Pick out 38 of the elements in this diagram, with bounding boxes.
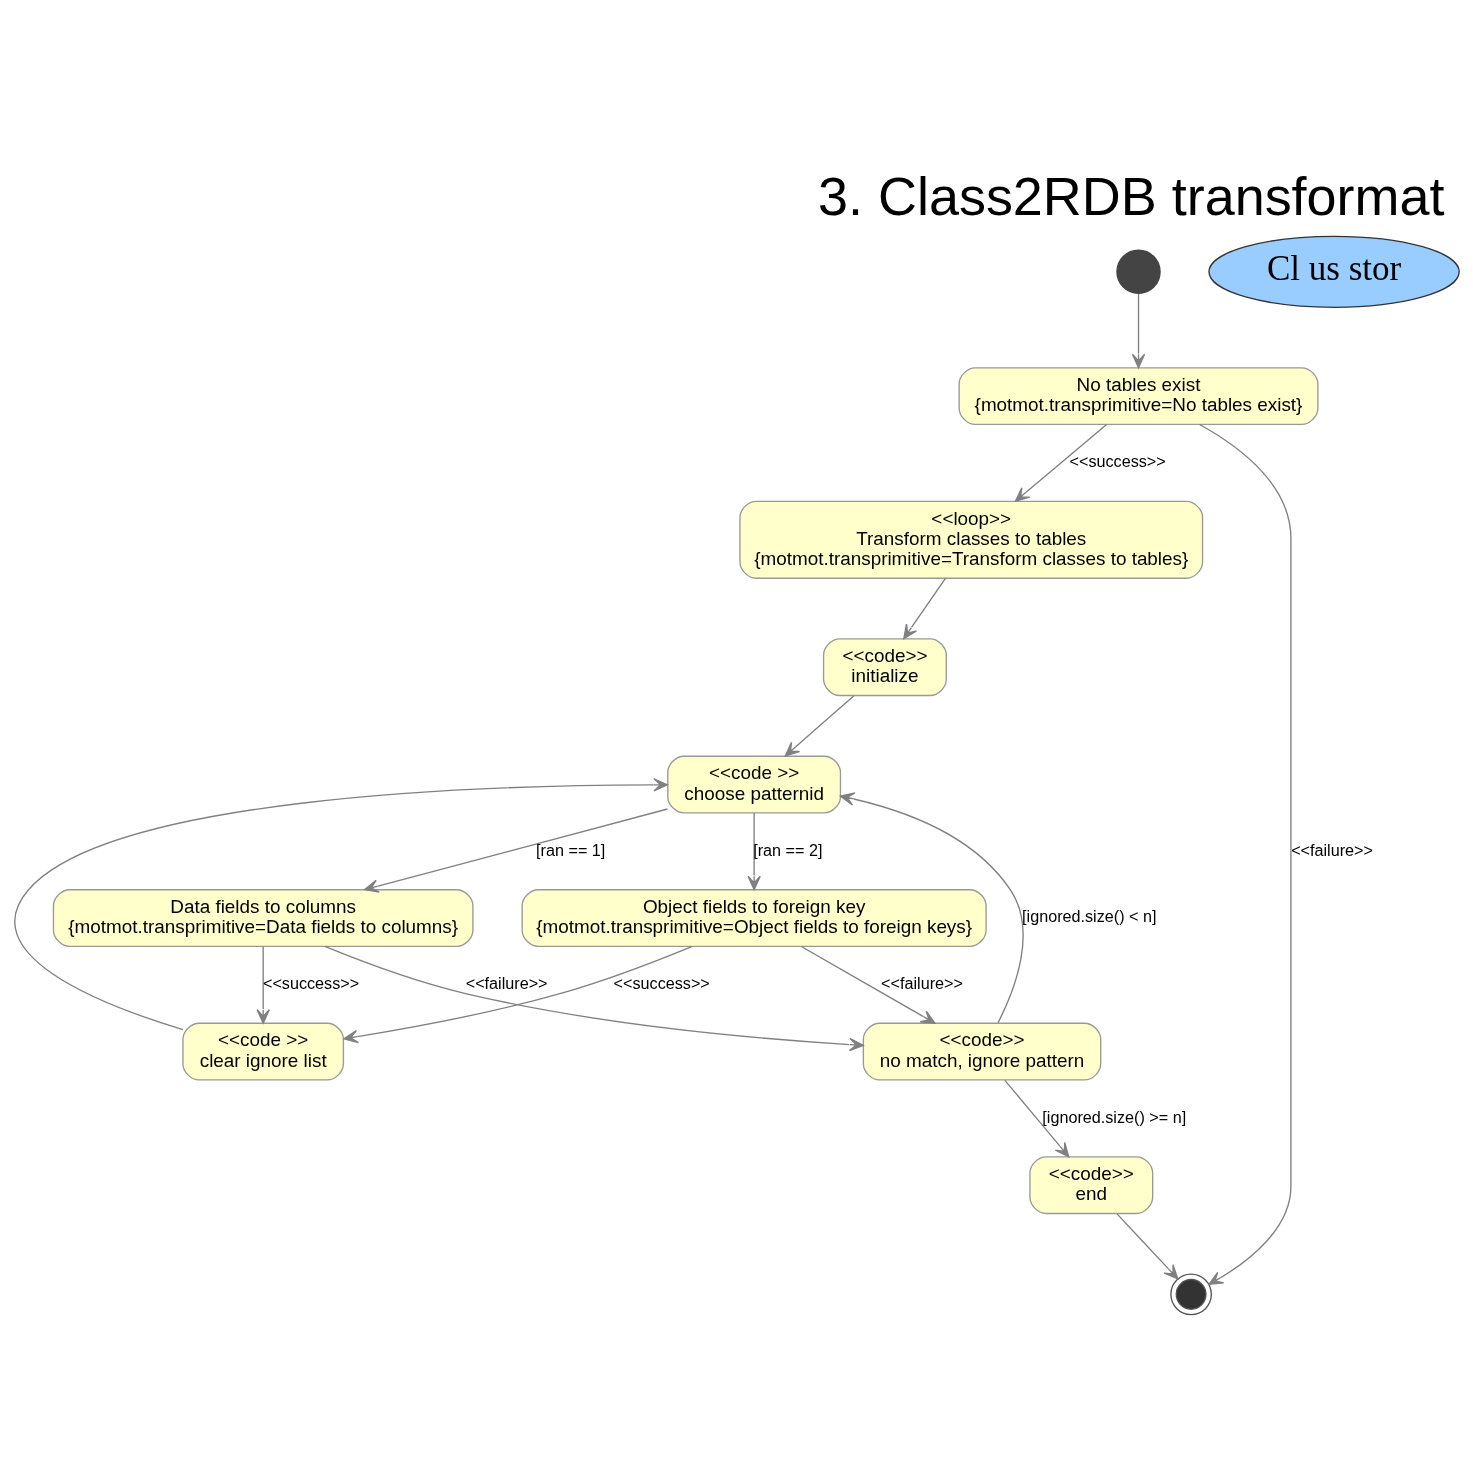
node-box: <<code >> clear ignore list bbox=[182, 1022, 345, 1081]
arrow bbox=[1004, 1079, 1070, 1158]
edge-label: <<failure>> bbox=[465, 974, 548, 993]
edge-label: <<failure>> bbox=[1291, 840, 1373, 859]
arrow bbox=[903, 577, 947, 640]
arrow bbox=[343, 945, 693, 1044]
edge-label: <<failure>> bbox=[881, 974, 963, 993]
arrow bbox=[14, 778, 669, 1031]
node-box: <<code>> end bbox=[1029, 1156, 1154, 1215]
node-box: <<loop>> Transform classes to tables {motmot.transprimitive=Transform classes to tables} bbox=[739, 500, 1204, 579]
arrow bbox=[800, 945, 936, 1024]
node-box: <<code >> choose patternid bbox=[667, 755, 842, 814]
edge-label: [ignored.size() < n] bbox=[1022, 907, 1157, 926]
edge-label: [ran == 2] bbox=[753, 840, 823, 859]
arrow bbox=[1131, 293, 1146, 369]
node-box: <<code>> initialize bbox=[822, 638, 947, 697]
edge-label: <<success>> bbox=[1069, 452, 1166, 471]
edge-label: <<success>> bbox=[262, 974, 360, 993]
edge-label: [ignored.size() >= n] bbox=[1042, 1107, 1187, 1126]
node-circle bbox=[1170, 1273, 1212, 1316]
node-box: <<code>> no match, ignore pattern bbox=[862, 1022, 1102, 1081]
arrow bbox=[1198, 423, 1292, 1285]
arrow bbox=[1014, 423, 1107, 502]
arrow bbox=[839, 792, 1024, 1024]
arrow bbox=[1116, 1213, 1179, 1280]
node-ellipse: Cl us stor bbox=[1208, 235, 1460, 308]
node-box: Object fields to foreign key {motmot.transprimitive=Object fields to foreign keys} bbox=[521, 889, 987, 948]
diagram-title: 3. Class2RDB transformat bbox=[818, 165, 1445, 226]
edge-label: <<success>> bbox=[613, 974, 710, 993]
arrow bbox=[256, 945, 270, 1024]
edge-label: [ran == 1] bbox=[536, 840, 606, 859]
arrow bbox=[784, 695, 855, 757]
arrow bbox=[324, 945, 864, 1052]
arrow bbox=[363, 808, 669, 893]
node-box: No tables exist {motmot.transprimitive=No tables exist} bbox=[958, 367, 1319, 426]
arrow bbox=[747, 812, 761, 891]
node-circle bbox=[1116, 249, 1161, 295]
node-box: Data fields to columns {motmot.transprimitive=Data fields to columns} bbox=[52, 889, 474, 948]
